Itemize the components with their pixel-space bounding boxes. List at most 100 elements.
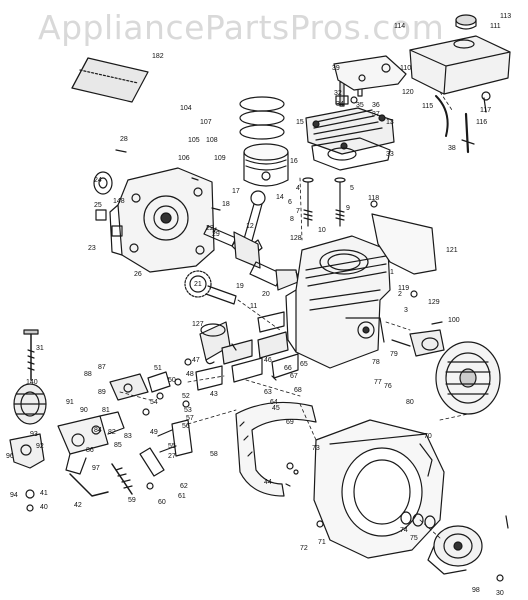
oil-seal-24 bbox=[93, 171, 113, 195]
part-label-114-tank: 114 bbox=[394, 23, 405, 30]
valves-5-6 bbox=[302, 177, 346, 227]
part-label-127-shield: 127 bbox=[192, 321, 204, 328]
part-label-108-gasket: 108 bbox=[206, 137, 218, 144]
part-label-65-baffle: 65 bbox=[300, 361, 308, 368]
part-label-30-screw: 30 bbox=[496, 590, 504, 597]
cylinder-block-1 bbox=[285, 235, 391, 369]
part-label-13-screw: 13 bbox=[386, 119, 394, 126]
part-label-28-screw: 28 bbox=[120, 136, 128, 143]
part-label-100-filter: 100 bbox=[448, 317, 460, 324]
part-label-96-bolt: 96 bbox=[6, 453, 14, 460]
fuel-cap-115 bbox=[455, 14, 477, 30]
part-label-75-screw: 75 bbox=[410, 535, 418, 542]
part-label-55-spring: 55 bbox=[168, 443, 176, 450]
part-label-77-screw: 77 bbox=[374, 379, 382, 386]
part-label-148-plug: 148 bbox=[113, 198, 125, 205]
misc-screws bbox=[25, 149, 509, 582]
part-label-82-screw: 82 bbox=[108, 429, 116, 436]
part-label-69-screw: 69 bbox=[286, 419, 294, 426]
part-label-79-screw: 79 bbox=[390, 351, 398, 358]
crankshaft-12 bbox=[203, 225, 301, 291]
part-label-113-fitting: 113 bbox=[500, 13, 511, 20]
part-label-60-spring: 60 bbox=[158, 499, 166, 506]
part-label-10-gasket: 10 bbox=[318, 227, 326, 234]
part-label-70-housing: 70 bbox=[424, 433, 432, 440]
part-label-66-starter-cup: 66 bbox=[284, 365, 292, 372]
part-label-49-screw: 49 bbox=[150, 429, 158, 436]
part-label-48-washer: 48 bbox=[186, 371, 194, 378]
part-label-84-screw: 84 bbox=[94, 427, 102, 434]
wheel-94 bbox=[13, 383, 47, 425]
part-label-8-retainer: 8 bbox=[290, 216, 294, 223]
clutch-93 bbox=[9, 433, 45, 469]
part-label-91-washer: 91 bbox=[66, 399, 74, 406]
shield-129 bbox=[371, 213, 437, 275]
part-label-36-plate: 36 bbox=[372, 102, 380, 109]
governor-lever bbox=[111, 419, 193, 495]
cylinder-head-33 bbox=[305, 107, 395, 155]
part-label-106-seal: 106 bbox=[178, 155, 190, 162]
part-label-9-keeper: 9 bbox=[346, 205, 350, 212]
part-label-58-link: 58 bbox=[210, 451, 218, 458]
part-label-98-washer: 98 bbox=[472, 587, 480, 594]
part-label-97-link: 97 bbox=[92, 465, 100, 472]
part-label-46-intake: 46 bbox=[264, 357, 272, 364]
part-label-39-screw: 39 bbox=[332, 65, 340, 72]
part-label-59-screw: 59 bbox=[128, 497, 136, 504]
part-label-38-spark-plug: 38 bbox=[448, 145, 456, 152]
part-label-61-screw: 61 bbox=[178, 493, 186, 500]
part-label-47-gasket: 47 bbox=[192, 357, 200, 364]
bracket-111 bbox=[333, 55, 407, 91]
part-label-4-washer: 4 bbox=[296, 185, 300, 192]
part-label-93-clutch: 93 bbox=[30, 431, 38, 438]
part-label-107-screw: 107 bbox=[200, 119, 212, 126]
part-label-3-screw: 3 bbox=[404, 307, 408, 314]
gear-21 bbox=[184, 270, 237, 305]
part-label-140-cover: 140 bbox=[26, 379, 38, 386]
part-label-2-bolt: 2 bbox=[398, 291, 402, 298]
part-label-111-bracket: 111 bbox=[490, 23, 501, 30]
part-label-119-valve: 119 bbox=[398, 285, 409, 292]
ignition-coil bbox=[391, 329, 445, 357]
part-label-5-valve: 5 bbox=[350, 185, 354, 192]
blower-housing-70 bbox=[313, 419, 445, 559]
part-label-6-valve: 6 bbox=[288, 199, 292, 206]
part-label-18-bolt: 18 bbox=[222, 201, 230, 208]
part-label-52-bracket: 52 bbox=[182, 393, 190, 400]
part-number-labels: 1821041071051061081092824251482922262315… bbox=[6, 13, 511, 597]
part-label-80-breather: 80 bbox=[406, 399, 414, 406]
part-label-94-wheel: 94 bbox=[10, 492, 18, 499]
part-label-89-cover: 89 bbox=[98, 389, 106, 396]
part-label-87-carburetor: 87 bbox=[98, 364, 106, 371]
part-label-16-piston: 16 bbox=[290, 158, 298, 165]
part-label-37-nut: 37 bbox=[372, 111, 380, 118]
part-label-63-screw: 63 bbox=[264, 389, 272, 396]
part-label-22-gasket: 22 bbox=[206, 225, 214, 232]
part-label-34-stud: 34 bbox=[336, 101, 344, 108]
part-label-21-gear: 21 bbox=[194, 281, 202, 288]
part-label-7-spring: 7 bbox=[296, 208, 300, 215]
crankcase-cover bbox=[109, 167, 215, 273]
part-label-35-nut: 35 bbox=[356, 102, 364, 109]
part-label-72-nut: 72 bbox=[300, 545, 308, 552]
part-label-40-screw: 40 bbox=[40, 504, 48, 511]
part-label-90-washer: 90 bbox=[80, 407, 88, 414]
part-label-115-cap: 115 bbox=[422, 103, 433, 110]
part-label-83-nut: 83 bbox=[124, 433, 132, 440]
part-label-76-plate: 76 bbox=[384, 383, 392, 390]
head-gasket-32 bbox=[311, 137, 391, 171]
part-label-33-head: 33 bbox=[386, 151, 394, 158]
baffle-65 bbox=[235, 401, 317, 497]
part-label-110-line: 110 bbox=[400, 65, 411, 72]
part-label-117-clamp: 117 bbox=[480, 107, 491, 114]
rewind-starter-151 bbox=[427, 525, 483, 575]
part-label-20-lock: 20 bbox=[262, 291, 270, 298]
part-label-51-lever: 51 bbox=[154, 365, 162, 372]
part-label-50-spring: 50 bbox=[168, 377, 176, 384]
part-label-81-spring: 81 bbox=[102, 407, 110, 414]
leader-lines bbox=[119, 91, 469, 539]
watermark: AppliancePartsPros.com bbox=[38, 8, 445, 47]
gasket-pack-182 bbox=[71, 57, 149, 103]
part-label-74-coil: 74 bbox=[400, 527, 408, 534]
